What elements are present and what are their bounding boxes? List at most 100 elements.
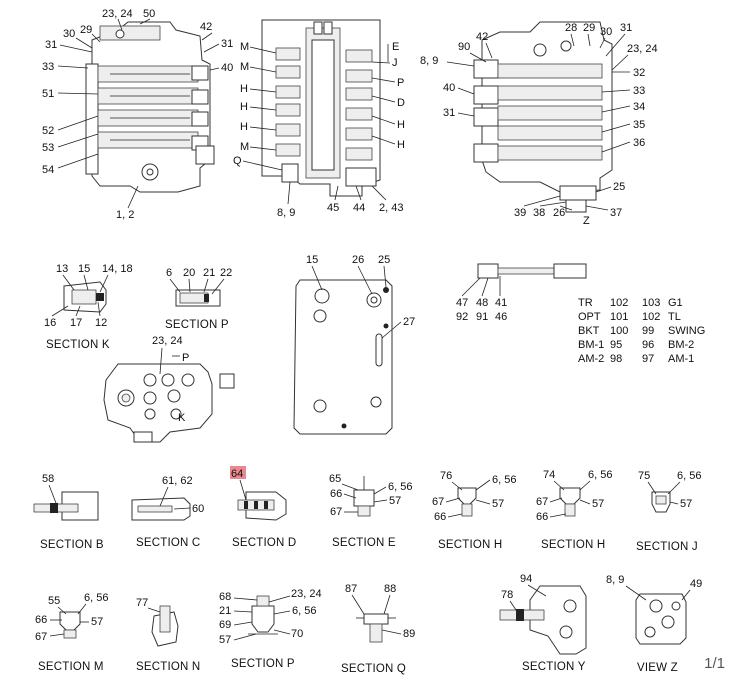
label: 76	[440, 470, 452, 482]
label: 67	[432, 496, 444, 508]
label: 6, 56	[84, 592, 108, 604]
table-cell: AM-2	[578, 353, 604, 365]
label: 22	[220, 267, 232, 279]
label: 17	[70, 317, 82, 329]
table-cell: TL	[668, 311, 681, 323]
label: 23, 24	[152, 335, 183, 347]
label: 26	[553, 207, 565, 219]
section-caption: SECTION Q	[341, 663, 406, 675]
label: J	[392, 57, 398, 69]
label: 68	[219, 591, 231, 603]
label: 60	[192, 503, 204, 515]
label: 51	[42, 88, 54, 100]
table-cell: 96	[642, 339, 654, 351]
label: 20	[183, 267, 195, 279]
label: 6	[166, 267, 172, 279]
section-caption: SECTION H	[541, 539, 605, 551]
label: 13	[56, 263, 68, 275]
label: 45	[327, 202, 339, 214]
section-caption: SECTION C	[136, 537, 200, 549]
label: 42	[200, 21, 212, 33]
label: 48	[476, 297, 488, 309]
label: 66	[536, 511, 548, 523]
label: P	[182, 352, 189, 364]
label: 6, 56	[492, 474, 516, 486]
label: H	[240, 83, 248, 95]
label: 69	[219, 619, 231, 631]
section-p-bottom: 68 23, 24 21 6, 56 69 70 57 SECTION P	[219, 588, 322, 670]
label: 65	[329, 473, 341, 485]
label: 6, 56	[588, 469, 612, 481]
label: 33	[42, 61, 54, 73]
label: 53	[42, 142, 54, 154]
section-n: 77 SECTION N	[136, 597, 200, 673]
label: 6, 56	[388, 481, 412, 493]
table-cell: 103	[642, 297, 660, 309]
label: 61, 62	[162, 475, 193, 487]
label: 36	[633, 137, 645, 149]
label: 58	[42, 473, 54, 485]
label: 67	[35, 631, 47, 643]
label: 29	[80, 24, 92, 36]
label: 57	[219, 634, 231, 646]
label: 57	[592, 498, 604, 510]
table-cell: TR	[578, 297, 593, 309]
label: 88	[384, 583, 396, 595]
label: 50	[143, 8, 155, 20]
label: Z	[583, 215, 590, 227]
label: 30	[63, 28, 75, 40]
label: P	[397, 77, 404, 89]
label: 49	[690, 578, 702, 590]
label: 70	[291, 628, 303, 640]
table-cell: AM-1	[668, 353, 694, 365]
label: E	[392, 41, 399, 53]
label: 27	[403, 316, 415, 328]
label: 92	[456, 311, 468, 323]
table-cell: 97	[642, 353, 654, 365]
section-e: 65 6, 56 66 57 67 SECTION E	[329, 473, 412, 549]
section-caption: SECTION M	[38, 661, 104, 673]
table-cell: BM-1	[578, 339, 604, 351]
valve-view-rear: 28 29 30 31 23, 24 8, 9 90 42 32 40 33 3…	[420, 21, 658, 227]
label: 12	[95, 317, 107, 329]
highlight-box	[230, 466, 246, 479]
label: 31	[620, 22, 632, 34]
label: H	[397, 139, 405, 151]
label: 23, 24	[627, 43, 658, 55]
label: 41	[495, 297, 507, 309]
label: 77	[136, 597, 148, 609]
label: 91	[476, 311, 488, 323]
section-caption: SECTION H	[438, 539, 502, 551]
label: 2, 43	[379, 202, 403, 214]
spool-detail: 47 48 41 92 91 46	[456, 263, 587, 323]
section-q: 87 88 89 SECTION Q	[341, 583, 415, 675]
label-highlighted: 64	[231, 468, 243, 480]
label: M	[240, 141, 249, 153]
label: 37	[610, 207, 622, 219]
table-cell: 98	[610, 353, 622, 365]
label: 31	[221, 38, 233, 50]
table-cell: SWING	[668, 325, 705, 337]
label: 90	[458, 41, 470, 53]
section-caption: SECTION K	[46, 339, 110, 351]
valve-view-top: 23, 24 P K	[103, 335, 235, 443]
label: K	[178, 412, 186, 424]
label: 14, 18	[102, 263, 133, 275]
label: M	[240, 61, 249, 73]
label: 42	[476, 31, 488, 43]
section-b: 58 SECTION B	[33, 473, 104, 551]
label: 8, 9	[606, 574, 624, 586]
label: 31	[45, 39, 57, 51]
label: 6, 56	[677, 470, 701, 482]
label: 33	[633, 85, 645, 97]
label: H	[397, 119, 405, 131]
label: 32	[633, 67, 645, 79]
label: 47	[456, 297, 468, 309]
table-cell: 101	[610, 311, 628, 323]
label: 21	[219, 605, 231, 617]
section-caption: SECTION E	[332, 537, 396, 549]
label: 89	[403, 628, 415, 640]
label: 66	[35, 614, 47, 626]
section-p-top: 6 20 21 22 SECTION P	[165, 267, 232, 331]
